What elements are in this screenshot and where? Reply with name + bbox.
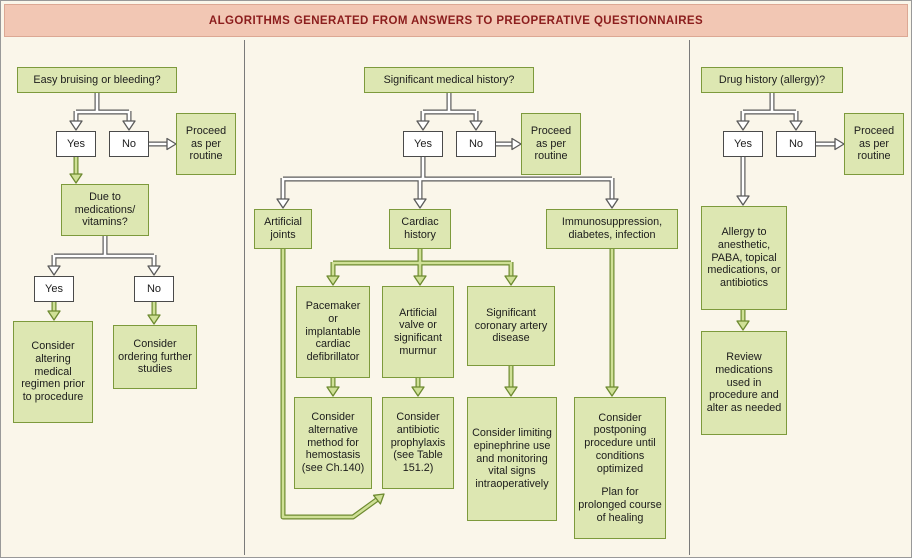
node-due-to-medications: Due to medications/ vitamins? xyxy=(61,184,149,236)
node-label: Significant medical history? xyxy=(383,73,515,86)
node-consider-ordering-studies: Consider ordering further studies xyxy=(113,325,197,389)
node-label: Consider altering medical regimen prior … xyxy=(21,340,85,404)
node-consider-antibiotic-prophylaxis: Consider antibiotic prophylaxis (see Tab… xyxy=(382,397,454,489)
node-label: Significant coronary artery disease xyxy=(474,306,548,345)
node-proceed-routine-3: Proceed as per routine xyxy=(844,113,904,175)
node-drug-history-question: Drug history (allergy)? xyxy=(701,67,843,93)
node-immunosuppression: Immunosuppression, diabetes, infection xyxy=(546,209,678,249)
node-coronary-artery-disease: Significant coronary artery disease xyxy=(467,286,555,366)
node-proceed-routine-1: Proceed as per routine xyxy=(176,113,236,175)
node-bleeding-yes: Yes xyxy=(56,131,96,157)
node-cardiac-history: Cardiac history xyxy=(389,209,451,249)
node-due-meds-yes: Yes xyxy=(34,276,74,302)
node-allergy-list: Allergy to anesthetic, PABA, topical med… xyxy=(701,206,787,310)
node-label: Immunosuppression, diabetes, infection xyxy=(561,216,663,241)
node-review-medications: Review medications used in procedure and… xyxy=(701,331,787,435)
node-bleeding-no: No xyxy=(109,131,149,157)
node-label: No xyxy=(121,137,137,150)
node-artificial-valve-murmur: Artificial valve or significant murmur xyxy=(382,286,454,378)
figure-title: ALGORITHMS GENERATED FROM ANSWERS TO PRE… xyxy=(208,14,704,27)
node-pacemaker-defibrillator: Pacemaker or implantable cardiac defibri… xyxy=(296,286,370,378)
node-label: Consider antibiotic prophylaxis (see Tab… xyxy=(390,411,446,475)
node-proceed-routine-2: Proceed as per routine xyxy=(521,113,581,175)
node-label: Cardiac history xyxy=(401,216,439,241)
node-consider-postponing: Consider postponing procedure until cond… xyxy=(574,397,666,539)
node-label: Consider limiting epinephrine use and mo… xyxy=(472,427,552,491)
node-drug-yes: Yes xyxy=(723,131,763,157)
node-label: Drug history (allergy)? xyxy=(718,73,826,86)
node-label: Yes xyxy=(734,137,752,150)
node-label: Artificial joints xyxy=(264,216,302,241)
node-drug-no: No xyxy=(776,131,816,157)
node-label: Consider ordering further studies xyxy=(118,337,192,376)
node-medical-history-question: Significant medical history? xyxy=(364,67,534,93)
node-label: Yes xyxy=(45,282,63,295)
node-label: Due to medications/ vitamins? xyxy=(74,190,136,229)
node-label: Proceed as per routine xyxy=(185,124,227,163)
column-divider-2 xyxy=(689,40,690,555)
node-label: Allergy to anesthetic, PABA, topical med… xyxy=(707,226,781,290)
node-label: Proceed as per routine xyxy=(530,124,572,163)
hollow-connectors xyxy=(47,93,845,276)
node-label: Yes xyxy=(67,137,85,150)
node-label: No xyxy=(468,137,484,150)
node-consider-altering-regimen: Consider altering medical regimen prior … xyxy=(13,321,93,423)
node-due-meds-no: No xyxy=(134,276,174,302)
node-label-prolonged-healing: Plan for prolonged course of healing xyxy=(578,486,662,524)
node-label: Artificial valve or significant murmur xyxy=(393,306,442,357)
node-easy-bruising-question: Easy bruising or bleeding? xyxy=(17,67,177,93)
node-medical-no: No xyxy=(456,131,496,157)
node-label: Proceed as per routine xyxy=(853,124,895,163)
green-connectors xyxy=(47,157,750,520)
node-label: No xyxy=(788,137,804,150)
node-artificial-joints: Artificial joints xyxy=(254,209,312,249)
node-label: Review medications used in procedure and… xyxy=(706,351,782,415)
node-label: Yes xyxy=(414,137,432,150)
node-medical-yes: Yes xyxy=(403,131,443,157)
node-consider-alternative-hemostasis: Consider alternative method for hemostas… xyxy=(294,397,372,489)
node-consider-limiting-epinephrine: Consider limiting epinephrine use and mo… xyxy=(467,397,557,521)
figure-title-bar: ALGORITHMS GENERATED FROM ANSWERS TO PRE… xyxy=(4,4,908,37)
node-label: No xyxy=(146,282,162,295)
node-label-postpone: Consider postponing procedure until cond… xyxy=(584,411,656,475)
column-divider-1 xyxy=(244,40,245,555)
node-label: Consider alternative method for hemostas… xyxy=(301,411,365,475)
node-label: Easy bruising or bleeding? xyxy=(33,73,161,86)
node-label: Pacemaker or implantable cardiac defibri… xyxy=(305,300,361,364)
